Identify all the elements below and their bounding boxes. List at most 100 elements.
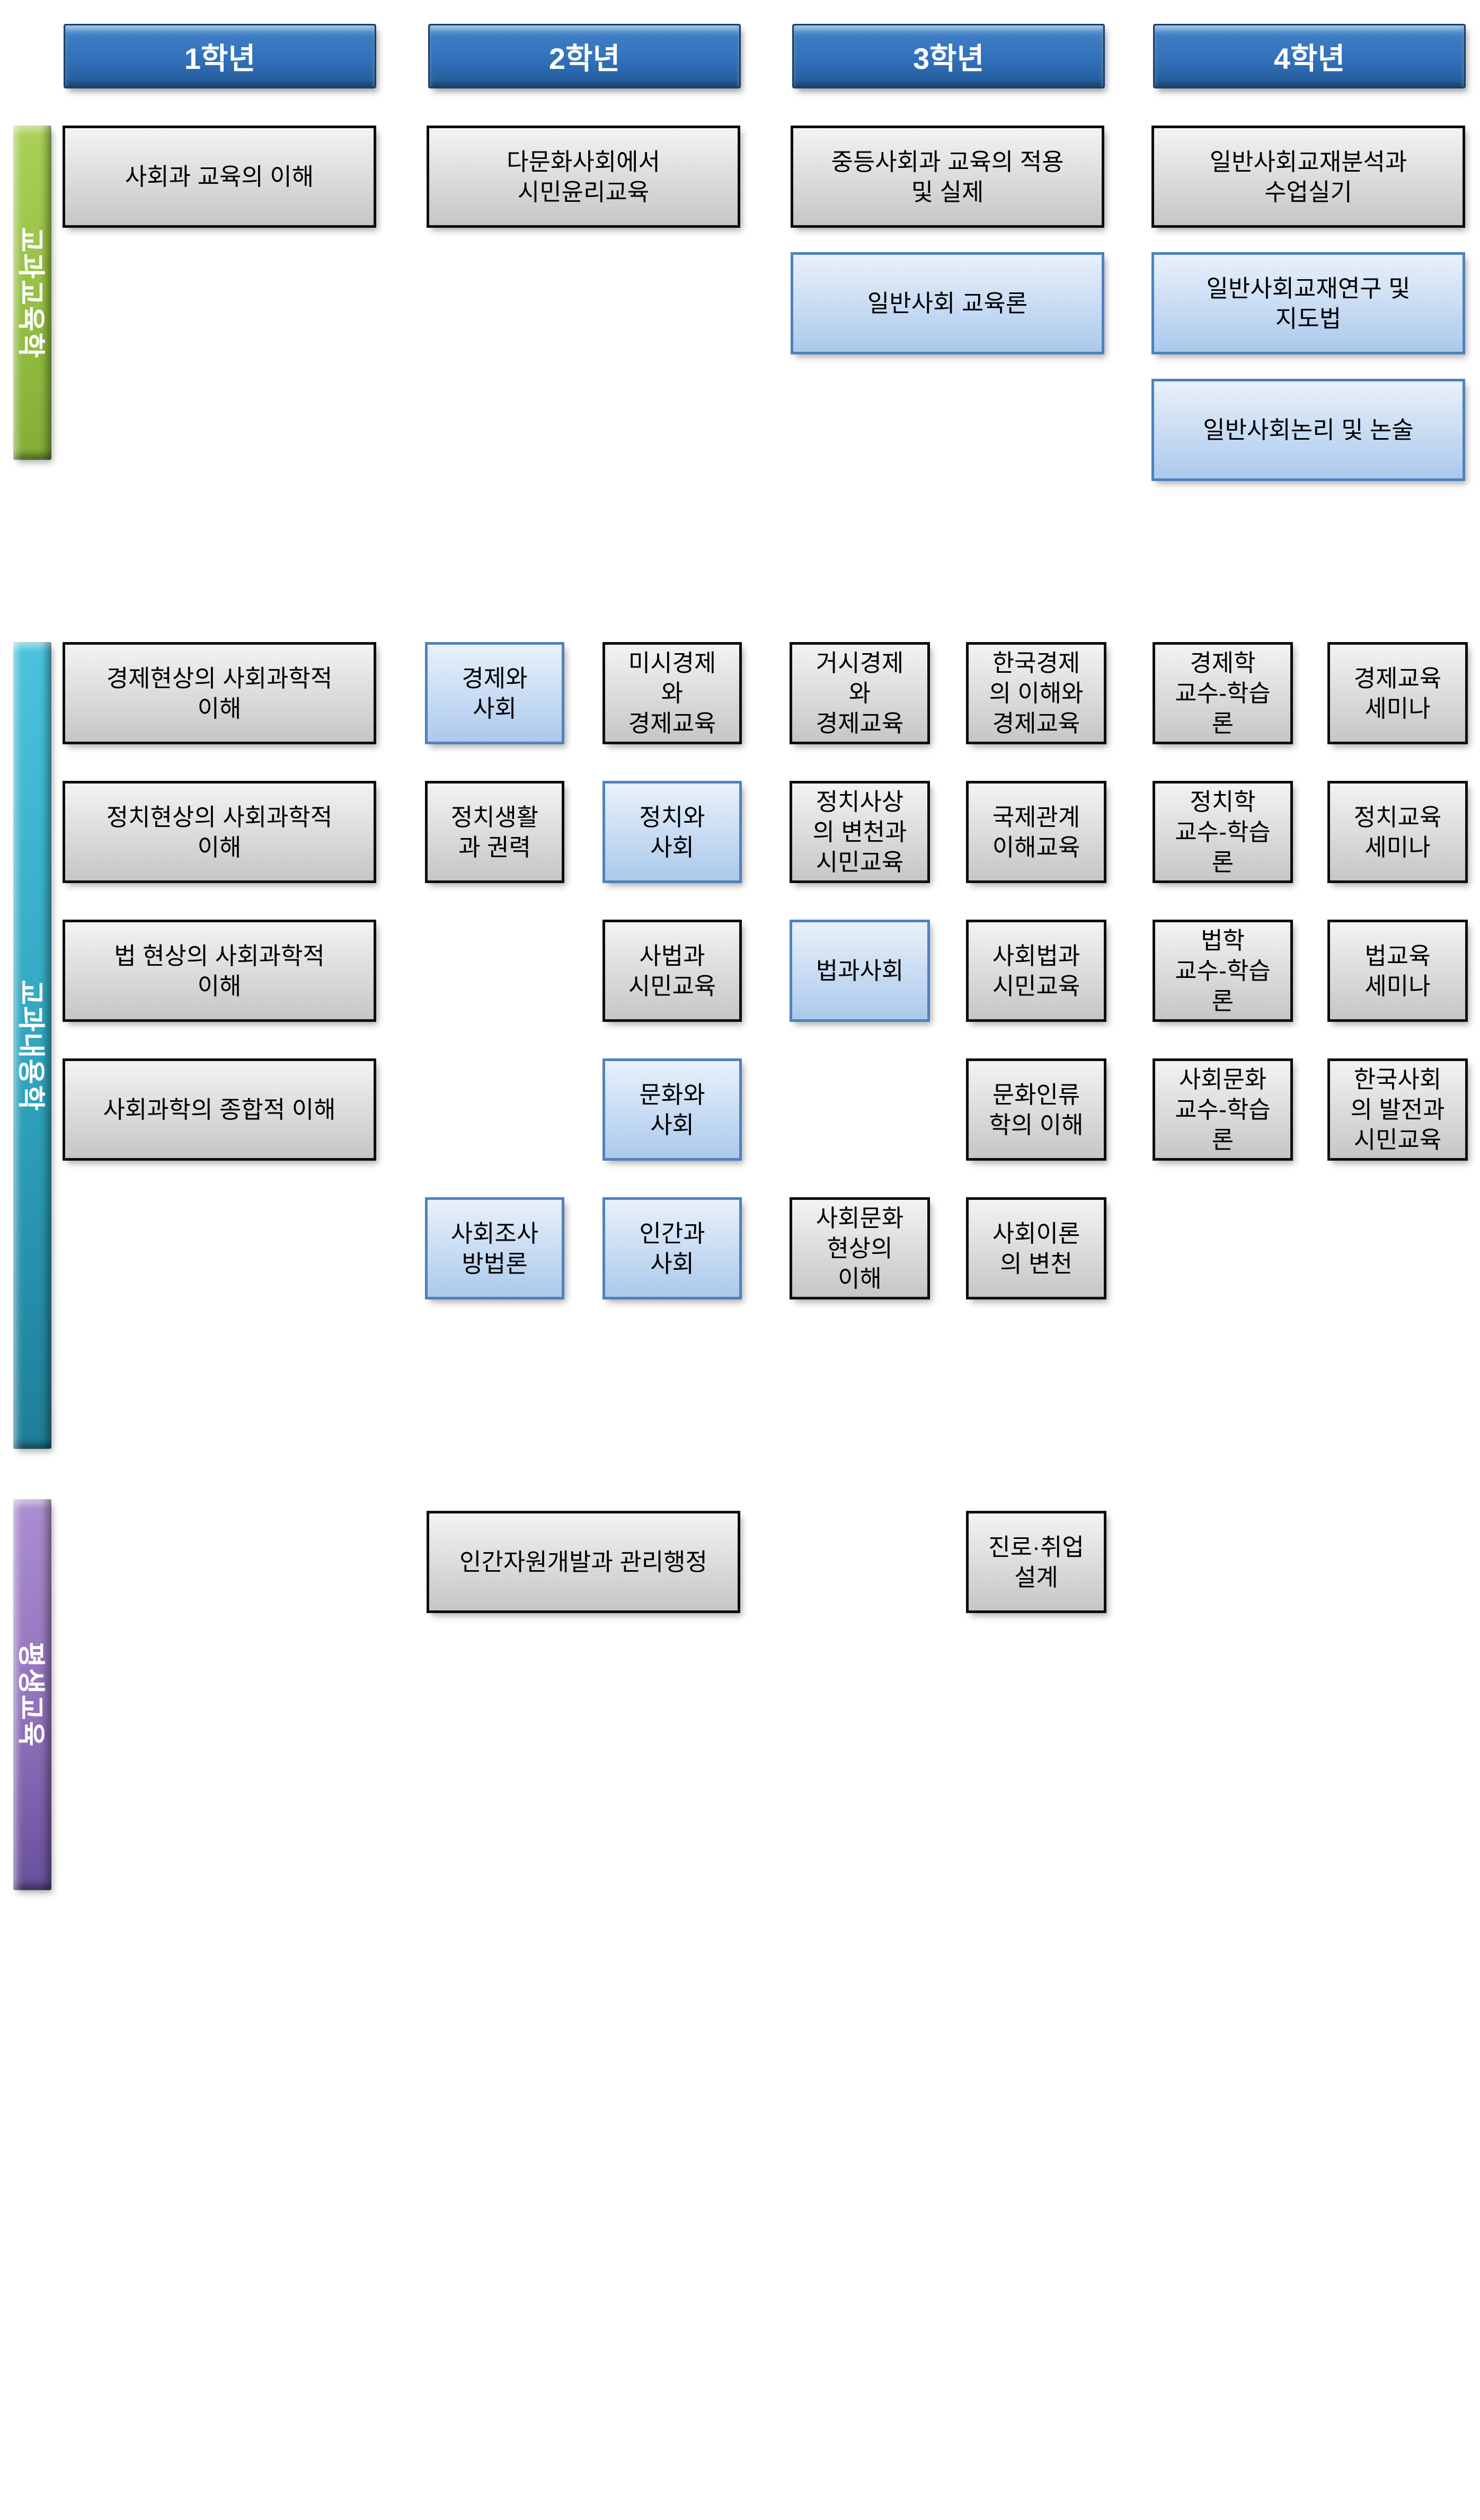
course-box-text: 사회법과 bbox=[992, 942, 1080, 969]
course-box-text: 미시경제 bbox=[628, 649, 716, 676]
course-box-text: 일반사회 교육론 bbox=[867, 290, 1028, 317]
course-box-text: 수업실기 bbox=[1264, 178, 1352, 206]
course-box-text: 법학 bbox=[1201, 927, 1245, 954]
course-box-text: 시민교육 bbox=[1353, 1126, 1442, 1153]
course-box-text: 법과사회 bbox=[816, 957, 904, 984]
section-bar-label: 교과내용학 bbox=[15, 979, 46, 1112]
course-box-text: 사회 bbox=[650, 1250, 694, 1277]
course-box-text: 일반사회논리 및 논술 bbox=[1203, 416, 1414, 443]
section-bar-label: 교과교육학 bbox=[15, 226, 46, 359]
course-box-text: 지도법 bbox=[1275, 305, 1342, 332]
course-box-text: 사회조사 bbox=[450, 1219, 539, 1247]
course-box-text: 인간자원개발과 관리행정 bbox=[459, 1548, 707, 1575]
course-box-text: 정치학 bbox=[1190, 788, 1256, 815]
course-box-text: 시민교육 bbox=[816, 849, 904, 876]
course-box-text: 다문화사회에서 bbox=[507, 148, 660, 175]
course-box-text: 교수-학습 bbox=[1175, 680, 1271, 707]
course-box-text: 일반사회교재연구 및 bbox=[1206, 274, 1411, 302]
course-box-text: 시민윤리교육 bbox=[517, 178, 650, 206]
grade-header: 3학년 bbox=[792, 24, 1105, 88]
course-box-text: 교수-학습 bbox=[1175, 957, 1271, 984]
course-box-text: 거시경제 bbox=[816, 649, 904, 676]
course-box-text: 세미나 bbox=[1364, 694, 1431, 722]
course-box-text: 론 bbox=[1211, 1126, 1234, 1153]
course-box-text: 와 bbox=[848, 680, 871, 707]
course-box-text: 정치현상의 사회과학적 bbox=[106, 803, 333, 831]
course-box-text: 이해교육 bbox=[992, 833, 1080, 861]
section-bar bbox=[13, 642, 51, 1449]
section-bar-label: 평생교육 bbox=[15, 1642, 46, 1748]
course-box-text: 사회문화 bbox=[816, 1205, 904, 1232]
course-box-text: 이해 bbox=[197, 694, 242, 722]
course-box: 일반사회 교육론 bbox=[791, 252, 1104, 354]
course-box-text: 방법론 bbox=[462, 1250, 528, 1277]
grade-header: 4학년 bbox=[1153, 24, 1466, 88]
course-box: 일반사회논리 및 논술 bbox=[1151, 379, 1465, 481]
course-box-text: 진로·취업 bbox=[988, 1533, 1084, 1561]
course-box-text: 사회 bbox=[650, 1111, 694, 1138]
course-box-text: 법 현상의 사회과학적 bbox=[114, 942, 325, 969]
course-box-text: 의 변천과 bbox=[812, 818, 907, 845]
course-box-text: 교수-학습 bbox=[1175, 1096, 1271, 1123]
course-box-text: 일반사회교재분석과 bbox=[1209, 148, 1407, 175]
course-box: 사회과 교육의 이해 bbox=[63, 126, 376, 228]
course-box-text: 의 발전과 bbox=[1350, 1096, 1445, 1123]
course-box-text: 이해 bbox=[197, 833, 242, 861]
course-box-text: 세미나 bbox=[1364, 833, 1431, 861]
course-box-text: 국제관계 bbox=[992, 803, 1080, 831]
course-box-text: 경제교육 bbox=[992, 710, 1080, 737]
course-box-text: 경제학 bbox=[1190, 649, 1256, 676]
course-box: 사회과학의 종합적 이해 bbox=[63, 1058, 376, 1161]
course-box-text: 사법과 bbox=[639, 942, 705, 969]
course-box: 인간자원개발과 관리행정 bbox=[427, 1511, 740, 1613]
course-box-text: 이해 bbox=[197, 972, 242, 1000]
course-box-text: 론 bbox=[1211, 987, 1234, 1014]
course-box-text: 정치와 bbox=[639, 803, 705, 831]
course-box-text: 의 변천 bbox=[1000, 1250, 1073, 1277]
course-box-text: 중등사회과 교육의 적용 bbox=[831, 148, 1064, 175]
grade-header: 1학년 bbox=[64, 24, 376, 88]
course-box-text: 이해 bbox=[838, 1265, 882, 1292]
course-box-text: 정치사상 bbox=[816, 788, 904, 815]
grade-header: 2학년 bbox=[428, 24, 741, 88]
course-box-text: 의 이해와 bbox=[989, 680, 1084, 707]
course-box: 법과사회 bbox=[790, 920, 930, 1022]
course-box-text: 경제교육 bbox=[628, 710, 716, 737]
course-box-text: 설계 bbox=[1014, 1563, 1058, 1591]
course-box-text: 교수-학습 bbox=[1175, 818, 1271, 845]
course-box-text: 시민교육 bbox=[992, 972, 1080, 1000]
course-box-text: 사회과학의 종합적 이해 bbox=[103, 1096, 336, 1123]
course-box-text: 사회이론 bbox=[992, 1219, 1080, 1247]
course-box-text: 학의 이해 bbox=[989, 1111, 1084, 1138]
course-box-text: 현상의 bbox=[827, 1235, 893, 1262]
course-box-text: 법교육 bbox=[1364, 942, 1431, 969]
course-box-text: 경제현상의 사회과학적 bbox=[106, 664, 333, 692]
course-box-text: 경제교육 bbox=[1353, 664, 1442, 692]
course-box-text: 문화인류 bbox=[992, 1081, 1080, 1108]
